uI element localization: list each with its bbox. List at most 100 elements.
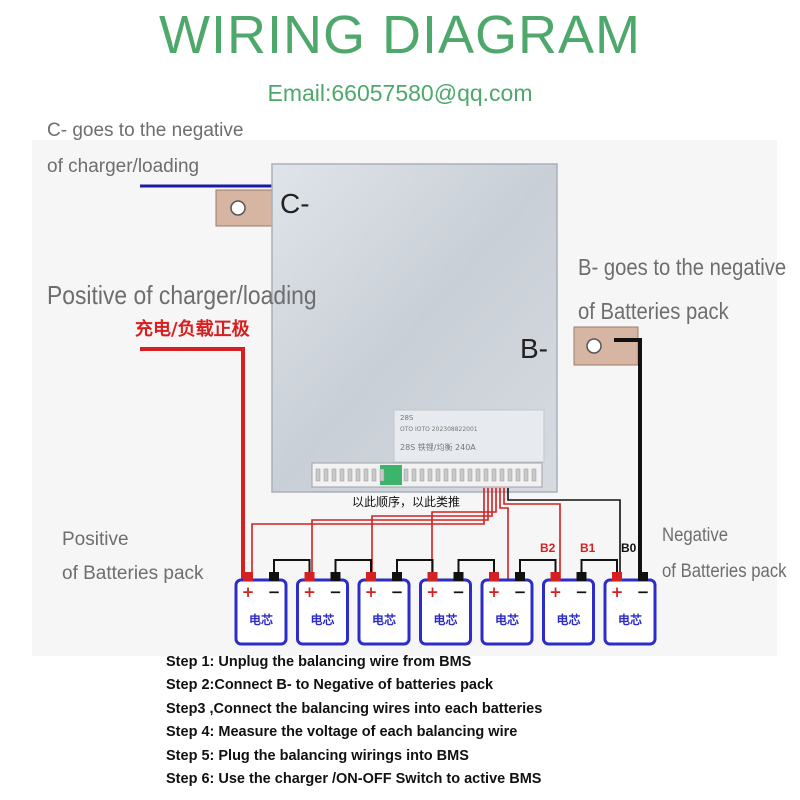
- cell-positive-terminal: [427, 572, 438, 581]
- cell-minus-sign: −: [637, 583, 650, 601]
- balance-wire-5: [499, 488, 509, 580]
- b-minus-label-line2: of Batteries pack: [578, 298, 729, 324]
- series-link-6: [580, 559, 618, 572]
- c-minus-bolt-hole: [230, 200, 246, 216]
- b-minus-bolt-hole: [586, 338, 602, 354]
- battery-cell-1: [234, 578, 288, 646]
- connector-pin: [363, 468, 369, 482]
- connector-pin: [443, 468, 449, 482]
- sticker-line2: OTO IOTO 202308822001: [400, 426, 478, 433]
- step-4: Step 4: Measure the voltage of each bala…: [166, 724, 518, 741]
- connector-pin: [371, 468, 377, 482]
- cell-minus-sign: −: [268, 583, 281, 601]
- connector-pin: [507, 468, 513, 482]
- cell-label: 电芯: [495, 612, 519, 627]
- balance-wire-2: [311, 488, 489, 580]
- battery-cell-5: [480, 578, 534, 646]
- cell-negative-terminal: [453, 572, 464, 581]
- cell-plus-sign: +: [242, 583, 255, 601]
- c-minus-label-line2: of charger/loading: [47, 156, 200, 177]
- connector-pin: [315, 468, 321, 482]
- positive-pack-label-line2: of Batteries pack: [62, 563, 204, 584]
- cell-minus-sign: −: [575, 583, 588, 601]
- connector-pin: [339, 468, 345, 482]
- cell-minus-sign: −: [391, 583, 404, 601]
- cell-label: 电芯: [372, 612, 396, 627]
- balance-label-b1: B1: [580, 541, 596, 555]
- terminal-b-minus-label: B-: [520, 333, 548, 364]
- connector-pin: [467, 468, 473, 482]
- connector-pin: [427, 468, 433, 482]
- balance-wire-1: [251, 488, 485, 580]
- connector-pin: [331, 468, 337, 482]
- page-title: WIRING DIAGRAM: [159, 5, 641, 65]
- series-link-2: [334, 559, 372, 572]
- cell-positive-terminal: [550, 572, 561, 581]
- c-minus-busbar: [215, 189, 281, 227]
- balance-wire-6: [503, 488, 561, 580]
- connector-pin: [483, 468, 489, 482]
- sticker-line1: 28S: [400, 414, 414, 422]
- positive-pack-label-line1: Positive: [62, 529, 129, 550]
- cell-negative-terminal: [269, 572, 279, 581]
- cell-positive-terminal: [612, 572, 622, 581]
- battery-cell-3: [357, 578, 411, 646]
- negative-pack-label-line2: of Batteries pack: [662, 561, 787, 582]
- series-link-1: [273, 559, 311, 572]
- connector-pin: [491, 468, 497, 482]
- connector-pin: [379, 468, 385, 482]
- step-5: Step 5: Plug the balancing wirings into …: [166, 747, 469, 764]
- positive-charger-label: Positive of charger/loading: [47, 280, 317, 310]
- cell-label: 电芯: [618, 612, 642, 627]
- battery-cell-7: [603, 578, 657, 646]
- series-link-5: [519, 559, 557, 572]
- cell-positive-terminal: [489, 572, 499, 581]
- cell-negative-terminal: [392, 572, 402, 581]
- cell-negative-terminal: [576, 572, 587, 581]
- positive-main-wire: [140, 347, 245, 580]
- connector-pin: [531, 468, 537, 482]
- series-link-3: [396, 559, 434, 572]
- cell-negative-terminal: [330, 572, 341, 581]
- cell-positive-terminal: [366, 572, 376, 581]
- cell-negative-terminal: [638, 572, 648, 581]
- step-6: Step 6: Use the charger /ON-OFF Switch t…: [166, 771, 542, 788]
- cell-plus-sign: +: [549, 583, 562, 601]
- connector-green-marker: [380, 465, 402, 485]
- balance-wire-4: [431, 488, 497, 580]
- cell-minus-sign: −: [329, 583, 342, 601]
- positive-charger-label-cn: 充电/负载正极: [135, 319, 250, 340]
- cell-minus-sign: −: [452, 583, 465, 601]
- cell-plus-sign: +: [488, 583, 501, 601]
- balance-connector: [311, 462, 543, 488]
- connector-pin: [403, 468, 409, 482]
- connector-pin: [515, 468, 521, 482]
- connector-pin: [475, 468, 481, 482]
- connector-pin: [355, 468, 361, 482]
- sticker-line3: 28S 铁锂/均衡 240A: [400, 443, 476, 452]
- cell-minus-sign: −: [514, 583, 527, 601]
- battery-cell-2: [296, 578, 349, 646]
- connector-pin: [459, 468, 465, 482]
- connector-pin: [435, 468, 441, 482]
- cell-label: 电芯: [310, 612, 334, 627]
- cell-plus-sign: +: [365, 583, 378, 601]
- balance-label-b0: B0: [621, 541, 637, 555]
- cell-positive-terminal: [243, 572, 253, 581]
- cell-plus-sign: +: [303, 583, 316, 601]
- negative-main-wire: [614, 338, 642, 580]
- connector-pin: [347, 468, 353, 482]
- steps-list: Step 1: Unplug the balancing wire from B…: [166, 651, 542, 791]
- cell-plus-sign: +: [426, 583, 439, 601]
- negative-pack-label-line1: Negative: [662, 525, 728, 546]
- b-minus-label-line1: B- goes to the negative: [578, 254, 787, 280]
- wiring-diagram: +−电芯+−电芯+−电芯+−电芯+−电芯+−电芯+−电芯: [140, 163, 657, 646]
- connector-pin: [499, 468, 505, 482]
- connector-pin: [419, 468, 425, 482]
- connector-pin: [523, 468, 529, 482]
- series-link-4: [457, 559, 495, 572]
- connector-note: 以此顺序，以此类推: [352, 495, 461, 509]
- cell-label: 电芯: [433, 612, 457, 627]
- terminal-c-minus-label: C-: [280, 188, 310, 219]
- cell-negative-terminal: [515, 572, 525, 581]
